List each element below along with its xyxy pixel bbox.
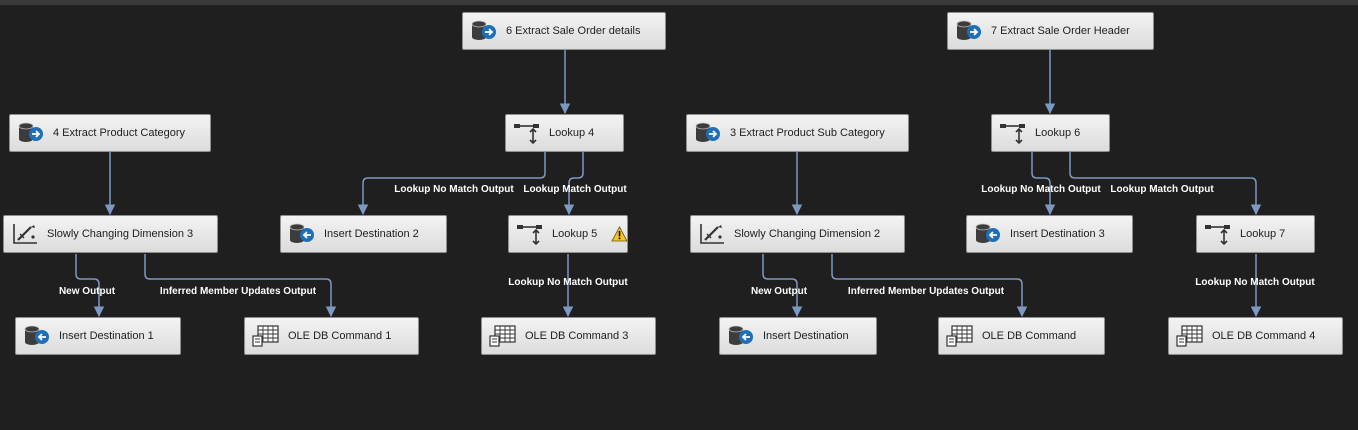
path-lookup6-no-match[interactable]: [1031, 152, 1056, 216]
lookup-icon: [516, 222, 544, 246]
path-lookup6-match[interactable]: [1069, 152, 1262, 216]
component-label: Lookup 4: [549, 127, 595, 139]
path-scd2-inferred[interactable]: [831, 254, 1028, 318]
scd-icon: [11, 222, 39, 246]
oledb-command-icon: [489, 324, 517, 348]
component-label: Insert Destination: [763, 330, 849, 342]
path-label-scd2-new: New Output: [750, 286, 808, 297]
path-scd3-new[interactable]: [75, 254, 105, 318]
component-label: 3 Extract Product Sub Category: [730, 127, 885, 139]
path-lookup4-match[interactable]: [563, 152, 584, 216]
source-icon: [470, 19, 498, 43]
path-label-scd3-new: New Output: [58, 286, 116, 297]
scd-icon: [698, 222, 726, 246]
component-label: OLE DB Command 4: [1212, 330, 1316, 342]
path-label-lookup6-match: Lookup Match Output: [1110, 184, 1214, 195]
component-slowly-changing-dimension-3[interactable]: Slowly Changing Dimension 3: [3, 215, 218, 253]
component-label: 6 Extract Sale Order details: [506, 25, 641, 37]
component-label: OLE DB Command 1: [288, 330, 392, 342]
oledb-command-icon: [1176, 324, 1204, 348]
component-lookup-6[interactable]: Lookup 6: [991, 114, 1110, 152]
component-label: OLE DB Command 3: [525, 330, 629, 342]
source-icon: [955, 19, 983, 43]
lookup-icon: [513, 121, 541, 145]
source-icon: [17, 121, 45, 145]
path-label-scd3-inferred: Inferred Member Updates Output: [159, 286, 317, 297]
component-label: Lookup 7: [1240, 228, 1286, 240]
path-scd3-inferred[interactable]: [144, 254, 337, 318]
canvas-top-border: [0, 0, 1358, 5]
component-label: Insert Destination 2: [324, 228, 419, 240]
component-label: 4 Extract Product Category: [53, 127, 186, 139]
component-insert-destination-3[interactable]: Insert Destination 3: [966, 215, 1133, 253]
component-label: Insert Destination 1: [59, 330, 154, 342]
path-label-lookup7-no-match: Lookup No Match Output: [1195, 277, 1315, 288]
component-ole-db-command-1[interactable]: OLE DB Command 1: [244, 317, 419, 355]
destination-icon: [727, 324, 755, 348]
destination-icon: [288, 222, 316, 246]
path-label-lookup5-no-match: Lookup No Match Output: [508, 277, 628, 288]
path-lookup4-no-match[interactable]: [357, 152, 546, 216]
component-extract-product-sub-category[interactable]: 3 Extract Product Sub Category: [686, 114, 909, 152]
component-extract-sale-order-header[interactable]: 7 Extract Sale Order Header: [947, 12, 1154, 50]
destination-icon: [23, 324, 51, 348]
path-label-lookup4-no-match: Lookup No Match Output: [394, 184, 514, 195]
path-label-lookup4-match: Lookup Match Output: [523, 184, 627, 195]
component-label: 7 Extract Sale Order Header: [991, 25, 1130, 37]
warning-icon: [611, 226, 628, 242]
oledb-command-icon: [252, 324, 280, 348]
component-label: Slowly Changing Dimension 3: [47, 228, 194, 240]
component-label: OLE DB Command: [982, 330, 1077, 342]
path-scd2-new[interactable]: [762, 254, 803, 318]
component-ole-db-command[interactable]: OLE DB Command: [938, 317, 1105, 355]
source-icon: [694, 121, 722, 145]
component-label: Slowly Changing Dimension 2: [734, 228, 881, 240]
component-insert-destination-2[interactable]: Insert Destination 2: [280, 215, 447, 253]
component-extract-sale-order-details[interactable]: 6 Extract Sale Order details: [462, 12, 666, 50]
lookup-icon: [1204, 222, 1232, 246]
component-lookup-5[interactable]: Lookup 5: [508, 215, 628, 253]
component-slowly-changing-dimension-2[interactable]: Slowly Changing Dimension 2: [690, 215, 905, 253]
path-label-lookup6-no-match: Lookup No Match Output: [981, 184, 1101, 195]
component-insert-destination-1[interactable]: Insert Destination 1: [15, 317, 181, 355]
lookup-icon: [999, 121, 1027, 145]
component-label: Insert Destination 3: [1010, 228, 1105, 240]
component-label: Lookup 6: [1035, 127, 1081, 139]
destination-icon: [974, 222, 1002, 246]
component-label: Lookup 5: [552, 228, 598, 240]
oledb-command-icon: [946, 324, 974, 348]
component-lookup-4[interactable]: Lookup 4: [505, 114, 624, 152]
path-label-scd2-inferred: Inferred Member Updates Output: [847, 286, 1005, 297]
component-ole-db-command-4[interactable]: OLE DB Command 4: [1168, 317, 1343, 355]
component-insert-destination[interactable]: Insert Destination: [719, 317, 877, 355]
component-lookup-7[interactable]: Lookup 7: [1196, 215, 1315, 253]
component-ole-db-command-3[interactable]: OLE DB Command 3: [481, 317, 656, 355]
component-extract-product-category[interactable]: 4 Extract Product Category: [9, 114, 211, 152]
